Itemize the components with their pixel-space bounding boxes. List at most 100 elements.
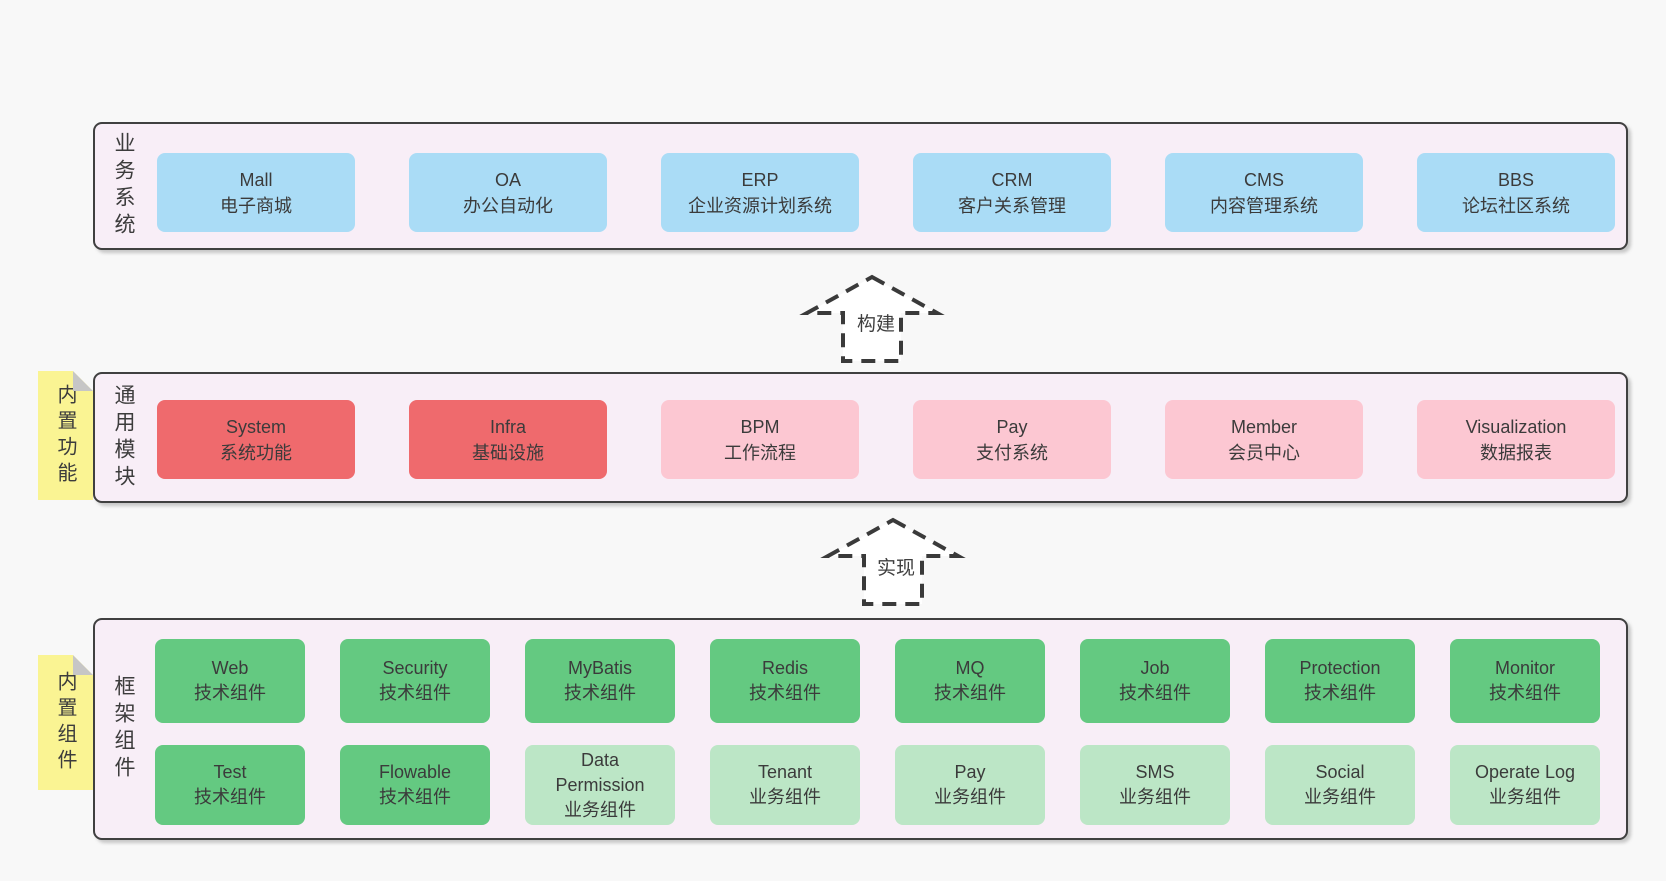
- band-business-systems: 业务系统 Mall 电子商城 OA 办公自动化 ERP 企业资源计划系统 CRM…: [93, 122, 1628, 250]
- band-business-systems-label: 业务系统: [112, 132, 135, 240]
- node-pay-biz-subtitle: 业务组件: [934, 787, 1006, 807]
- node-job-subtitle: 技术组件: [1119, 683, 1191, 703]
- arrow-build-icon: 构建: [799, 274, 945, 363]
- node-redis-title: Redis: [761, 658, 809, 678]
- node-operate-log-subtitle: 业务组件: [1489, 787, 1561, 807]
- node-cms-subtitle: 内容管理系统: [1210, 195, 1318, 216]
- node-pay-biz-title: Pay: [954, 762, 986, 782]
- band-framework-components: 框架组件 Web 技术组件 Security 技术组件 MyBatis 技术组件…: [93, 618, 1628, 840]
- sticky-fold-icon: [73, 371, 93, 391]
- node-mq-title: MQ: [955, 658, 985, 678]
- node-crm-subtitle: 客户关系管理: [958, 195, 1066, 216]
- node-bpm-title: BPM: [740, 416, 780, 437]
- arrow-implement-icon: 实现: [820, 517, 966, 606]
- node-security-title: Security: [382, 658, 448, 678]
- node-erp-title: ERP: [741, 169, 779, 190]
- node-member-subtitle: 会员中心: [1228, 442, 1300, 463]
- node-bpm: BPM 工作流程: [661, 400, 859, 479]
- node-system-title: System: [225, 416, 286, 437]
- node-web-subtitle: 技术组件: [194, 683, 266, 703]
- node-redis-subtitle: 技术组件: [749, 683, 821, 703]
- node-system-subtitle: 系统功能: [220, 442, 292, 463]
- node-operate-log: Operate Log 业务组件: [1450, 745, 1600, 825]
- node-mybatis: MyBatis 技术组件: [525, 639, 675, 723]
- node-web: Web 技术组件: [155, 639, 305, 723]
- node-web-title: Web: [211, 658, 249, 678]
- node-job-title: Job: [1140, 658, 1170, 678]
- node-infra-title: Infra: [489, 416, 527, 437]
- node-mall: Mall 电子商城: [157, 153, 355, 232]
- band-common-modules: 通用模块 System 系统功能 Infra 基础设施 BPM 工作流程 Pay…: [93, 372, 1628, 503]
- node-mall-subtitle: 电子商城: [220, 195, 292, 216]
- node-monitor: Monitor 技术组件: [1450, 639, 1600, 723]
- node-cms-title: CMS: [1244, 169, 1284, 190]
- node-mq-subtitle: 技术组件: [934, 683, 1006, 703]
- node-redis: Redis 技术组件: [710, 639, 860, 723]
- band-framework-components-label: 框架组件: [112, 675, 135, 783]
- node-social-title: Social: [1315, 762, 1365, 782]
- arrow-implement-shape: [820, 517, 966, 606]
- node-monitor-title: Monitor: [1494, 658, 1556, 678]
- arrow-build-shape: [799, 274, 945, 363]
- node-visualization: Visualization 数据报表: [1417, 400, 1615, 479]
- node-test-subtitle: 技术组件: [194, 787, 266, 807]
- node-member: Member 会员中心: [1165, 400, 1363, 479]
- node-bpm-subtitle: 工作流程: [724, 442, 796, 463]
- node-data-permission-subtitle: 业务组件: [564, 799, 636, 820]
- node-member-title: Member: [1230, 416, 1297, 437]
- components-node-row-1: Web 技术组件 Security 技术组件 MyBatis 技术组件 Redi…: [155, 639, 1600, 723]
- node-visualization-title: Visualization: [1465, 416, 1567, 437]
- node-mq: MQ 技术组件: [895, 639, 1045, 723]
- node-sms-title: SMS: [1135, 762, 1175, 782]
- node-monitor-subtitle: 技术组件: [1489, 683, 1561, 703]
- arrow-build-label: 构建: [857, 313, 895, 335]
- node-cms: CMS 内容管理系统: [1165, 153, 1363, 232]
- node-visualization-subtitle: 数据报表: [1480, 442, 1552, 463]
- node-flowable: Flowable 技术组件: [340, 745, 490, 825]
- node-test: Test 技术组件: [155, 745, 305, 825]
- node-protection-title: Protection: [1299, 658, 1381, 678]
- node-sms: SMS 业务组件: [1080, 745, 1230, 825]
- node-data-permission-title: Data Permission: [555, 749, 645, 795]
- node-bbs-subtitle: 论坛社区系统: [1462, 195, 1570, 216]
- node-flowable-title: Flowable: [378, 762, 452, 782]
- node-operate-log-title: Operate Log: [1474, 762, 1576, 782]
- node-system: System 系统功能: [157, 400, 355, 479]
- node-pay: Pay 支付系统: [913, 400, 1111, 479]
- node-flowable-subtitle: 技术组件: [379, 787, 451, 807]
- node-security: Security 技术组件: [340, 639, 490, 723]
- node-pay-title: Pay: [996, 416, 1028, 437]
- node-protection-subtitle: 技术组件: [1304, 683, 1376, 703]
- node-social: Social 业务组件: [1265, 745, 1415, 825]
- node-job: Job 技术组件: [1080, 639, 1230, 723]
- node-protection: Protection 技术组件: [1265, 639, 1415, 723]
- node-social-subtitle: 业务组件: [1304, 787, 1376, 807]
- node-test-title: Test: [213, 762, 247, 782]
- business-node-row: Mall 电子商城 OA 办公自动化 ERP 企业资源计划系统 CRM 客户关系…: [157, 153, 1615, 232]
- modules-node-row: System 系统功能 Infra 基础设施 BPM 工作流程 Pay 支付系统…: [157, 400, 1615, 479]
- node-bbs: BBS 论坛社区系统: [1417, 153, 1615, 232]
- node-infra-subtitle: 基础设施: [472, 442, 544, 463]
- node-erp-subtitle: 企业资源计划系统: [688, 195, 832, 216]
- node-mybatis-title: MyBatis: [567, 658, 632, 678]
- node-mybatis-subtitle: 技术组件: [564, 683, 636, 703]
- node-security-subtitle: 技术组件: [379, 683, 451, 703]
- node-data-permission: Data Permission 业务组件: [525, 745, 675, 825]
- node-tenant: Tenant 业务组件: [710, 745, 860, 825]
- node-pay-subtitle: 支付系统: [976, 442, 1048, 463]
- arrow-implement-label: 实现: [877, 557, 915, 579]
- node-infra: Infra 基础设施: [409, 400, 607, 479]
- node-tenant-title: Tenant: [757, 762, 813, 782]
- node-oa: OA 办公自动化: [409, 153, 607, 232]
- node-crm: CRM 客户关系管理: [913, 153, 1111, 232]
- band-common-modules-label: 通用模块: [112, 383, 135, 492]
- node-erp: ERP 企业资源计划系统: [661, 153, 859, 232]
- components-node-row-2: Test 技术组件 Flowable 技术组件 Data Permission …: [155, 745, 1600, 825]
- sticky-built-in-components: 内置组件: [38, 655, 93, 790]
- node-pay-biz: Pay 业务组件: [895, 745, 1045, 825]
- sticky-built-in-features: 内置功能: [38, 371, 93, 500]
- node-bbs-title: BBS: [1497, 169, 1535, 190]
- sticky-fold-icon: [73, 655, 93, 675]
- node-sms-subtitle: 业务组件: [1119, 787, 1191, 807]
- node-crm-title: CRM: [991, 169, 1033, 190]
